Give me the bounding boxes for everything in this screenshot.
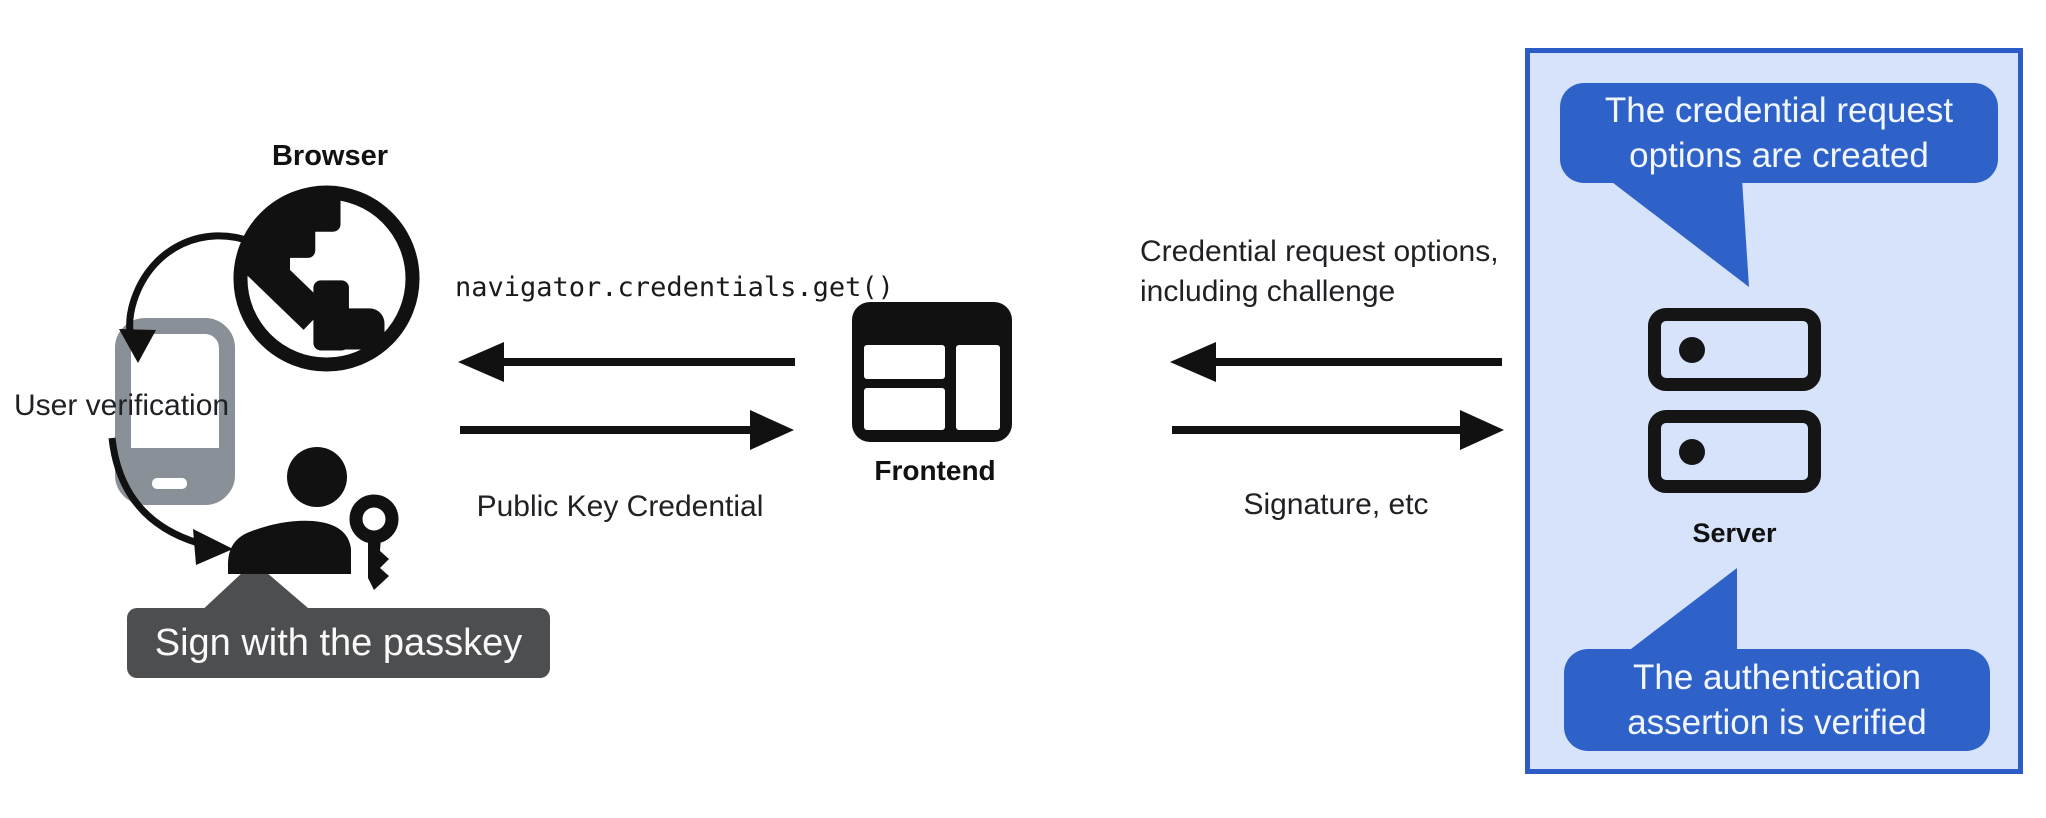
- server-led-dot: [1679, 438, 1705, 465]
- bubble-top-pointer: [1608, 179, 1749, 287]
- arrow-browser-to-phone: [119, 232, 254, 363]
- bubble-request-created-line1: The credential request: [1604, 91, 1954, 130]
- window-pane-bottom-left: [864, 388, 945, 430]
- bubble-assertion-verified: The authentication assertion is verified: [1564, 649, 1990, 751]
- signature-label: Signature, etc: [1243, 488, 1429, 521]
- server-panel: The credential request options are creat…: [1525, 48, 2023, 774]
- credentials-get-code: navigator.credentials.get(): [455, 272, 894, 303]
- tooltip-pointer: [198, 572, 315, 614]
- bubble-bottom-pointer: [1627, 568, 1737, 652]
- bubble-pointers: [1608, 179, 1749, 652]
- window-pane-top-left: [864, 345, 945, 379]
- arrow-frontend-to-browser: [458, 342, 795, 382]
- public-key-credential-label: Public Key Credential: [476, 490, 764, 523]
- server-label: Server: [1692, 518, 1777, 548]
- globe-icon: [233, 185, 420, 372]
- passkey-tooltip-text: Sign with the passkey: [154, 621, 523, 664]
- arrow-frontend-to-server: [1172, 410, 1504, 450]
- bubble-assertion-verified-line1: The authentication: [1633, 658, 1921, 697]
- credential-request-line1: Credential request options,: [1140, 235, 1499, 268]
- frontend-label: Frontend: [874, 455, 996, 486]
- arrow-server-to-frontend: [1170, 342, 1502, 382]
- arrow-browser-to-frontend: [460, 410, 794, 450]
- person-key-icon: [228, 447, 399, 590]
- credential-request-line2: including challenge: [1140, 275, 1396, 308]
- passkey-tooltip: Sign with the passkey: [127, 608, 550, 678]
- bubble-assertion-verified-line2: assertion is verified: [1627, 703, 1927, 742]
- arrow-phone-to-person: [108, 437, 233, 565]
- user-verification-label: User verification: [14, 389, 230, 422]
- browser-label: Browser: [271, 140, 389, 172]
- server-led-dot: [1679, 336, 1705, 363]
- window-pane-right: [956, 345, 1000, 430]
- bubble-request-created-line2: options are created: [1629, 136, 1929, 175]
- server-stack-icon-2: [1648, 410, 1821, 493]
- bubble-request-created: The credential request options are creat…: [1560, 83, 1998, 183]
- server-stack-icon: [1648, 308, 1821, 391]
- credential-request-options-label: Credential request options, including ch…: [1140, 232, 1499, 312]
- browser-window-icon: [852, 302, 1012, 442]
- phone-icon: [115, 318, 235, 505]
